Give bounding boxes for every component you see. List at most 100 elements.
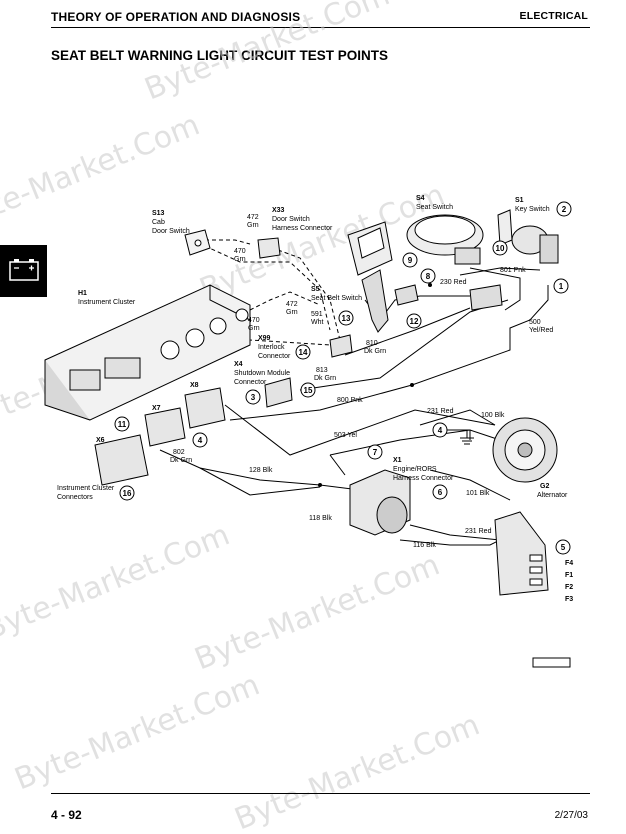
label-h1-name: Instrument Cluster xyxy=(78,299,136,306)
seat-belt-switch-s5 xyxy=(347,221,393,333)
callout-4: 4 xyxy=(192,432,208,448)
x6-connector xyxy=(94,434,149,486)
wire-801: 801 Pnk xyxy=(500,267,526,274)
wire-470a-color: Grn xyxy=(234,256,246,263)
x7-connector xyxy=(144,407,186,447)
wire-470b-color: Grn xyxy=(248,325,260,332)
revision-date: 2/27/03 xyxy=(554,810,588,821)
wire-472a: 472 xyxy=(247,214,259,221)
label-f1: F1 xyxy=(565,572,573,579)
wire-472a-color: Grn xyxy=(247,222,259,229)
svg-text:16: 16 xyxy=(123,489,132,498)
test-point-callouts: 1 2 3 4 5 6 7 8 9 10 11 12 13 14 15 16 4 xyxy=(114,201,572,555)
svg-text:4: 4 xyxy=(438,426,443,435)
door-switch-s13 xyxy=(184,229,211,256)
wire-810-color: Dk Grn xyxy=(364,348,386,355)
splice-dots xyxy=(318,283,432,487)
svg-text:10: 10 xyxy=(496,244,505,253)
label-s1-name: Key Switch xyxy=(515,206,550,213)
wire-591: 591 xyxy=(311,311,323,318)
label-x4: X4 xyxy=(234,361,243,368)
label-x8: X8 xyxy=(190,382,199,389)
svg-text:3: 3 xyxy=(251,393,256,402)
label-s5-name: Seat Belt Switch xyxy=(311,295,362,302)
footer-rule xyxy=(51,793,590,794)
wire-harness xyxy=(159,239,549,546)
label-s13-name2: Door Switch xyxy=(152,228,190,235)
label-x4-name: Shutdown Module xyxy=(234,370,290,377)
wire-813: 813 xyxy=(316,367,328,374)
x99-connector xyxy=(329,334,353,358)
callout-12: 12 xyxy=(406,313,422,329)
label-ic: Instrument Cluster xyxy=(57,485,115,492)
wire-labels: 472 Grn 470 Grn 472 Grn 470 Grn 591 Wht … xyxy=(170,214,553,549)
callout-15: 15 xyxy=(300,382,316,398)
page-title: SEAT BELT WARNING LIGHT CIRCUIT TEST POI… xyxy=(51,48,388,63)
svg-text:7: 7 xyxy=(373,448,378,457)
callout-2: 2 xyxy=(556,201,572,217)
svg-text:Byte-Market.Com: Byte-Market.Com xyxy=(0,517,235,647)
wire-591-color: Wht xyxy=(311,319,324,326)
chapter-header: ELECTRICAL xyxy=(519,10,588,22)
wire-503: 503 Yel xyxy=(334,432,357,439)
wire-231b: 231 Red xyxy=(465,528,492,535)
callout-3: 3 xyxy=(245,389,261,405)
callout-7: 7 xyxy=(367,444,383,460)
wire-101: 101 Blk xyxy=(466,490,490,497)
label-x4-name2: Connector xyxy=(234,379,267,386)
wire-802: 802 xyxy=(173,449,185,456)
wire-810: 810 xyxy=(366,340,378,347)
callout-9: 9 xyxy=(402,252,418,268)
wire-813-color: Dk Grn xyxy=(314,375,336,382)
label-s5: S5 xyxy=(311,286,320,293)
label-x6: X6 xyxy=(96,437,105,444)
label-x33: X33 xyxy=(272,207,285,214)
svg-text:9: 9 xyxy=(408,256,413,265)
svg-text:11: 11 xyxy=(118,420,127,429)
label-h1: H1 xyxy=(78,290,87,297)
callout-16: 16 xyxy=(119,485,135,501)
svg-text:4: 4 xyxy=(198,436,203,445)
seat-belt-connector xyxy=(394,284,503,311)
callout-13: 13 xyxy=(338,310,354,326)
label-x33-name: Door Switch xyxy=(272,216,310,223)
label-x99: X99 xyxy=(258,335,271,342)
wire-116: 116 Blk xyxy=(413,542,436,549)
label-g2: G2 xyxy=(540,483,549,490)
header-rule xyxy=(51,27,590,28)
label-x7: X7 xyxy=(152,405,161,412)
seat-switch-s4 xyxy=(406,214,484,265)
callout-6: 6 xyxy=(432,484,448,500)
fuse-block xyxy=(494,511,549,596)
svg-text:5: 5 xyxy=(561,543,566,552)
callout-4b: 4 xyxy=(432,422,448,438)
svg-text:1: 1 xyxy=(559,282,564,291)
callout-14: 14 xyxy=(295,344,311,360)
callout-8: 8 xyxy=(420,268,436,284)
battery-icon xyxy=(9,259,39,281)
svg-text:6: 6 xyxy=(438,488,443,497)
alternator-g2 xyxy=(492,417,558,483)
wire-800: 800 Pnk xyxy=(337,397,363,404)
label-x1-name2: Harness Connector xyxy=(393,475,454,482)
wire-470a: 470 xyxy=(234,248,246,255)
wire-470b: 470 xyxy=(248,317,260,324)
label-s4: S4 xyxy=(416,195,425,202)
label-x1: X1 xyxy=(393,457,402,464)
wire-231a: 231 Red xyxy=(427,408,454,415)
label-s13: S13 xyxy=(152,210,165,217)
label-x99-name: Interlock xyxy=(258,344,285,351)
ground-icon xyxy=(460,430,474,445)
label-s4-name: Seat Switch xyxy=(416,204,453,211)
wire-802-color: Dk Grn xyxy=(170,457,192,464)
label-x33-name2: Harness Connector xyxy=(272,225,333,232)
instrument-cluster-h1 xyxy=(44,284,251,421)
label-f2: F2 xyxy=(565,584,573,591)
label-ic2: Connectors xyxy=(57,494,93,501)
callout-5: 5 xyxy=(555,539,571,555)
wire-500: 500 xyxy=(529,319,541,326)
wire-230: 230 Red xyxy=(440,279,467,286)
svg-text:Byte-Market.Com: Byte-Market.Com xyxy=(140,0,395,107)
label-g2-name: Alternator xyxy=(537,492,568,499)
